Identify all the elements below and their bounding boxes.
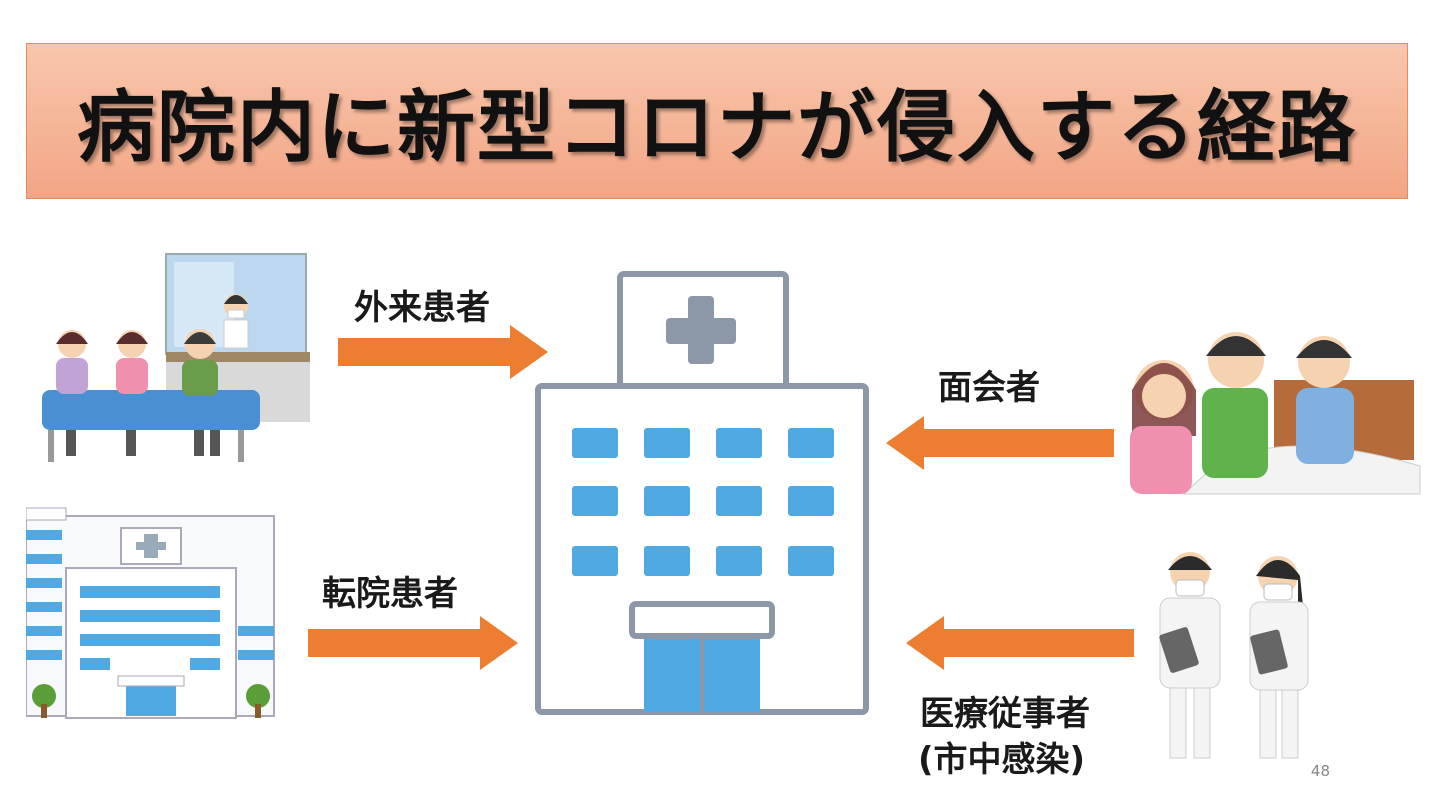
- page-title: 病院内に新型コロナが侵入する経路: [76, 83, 1357, 173]
- outpatient-waiting-illustration: [42, 253, 310, 462]
- page-number: 48: [1310, 762, 1330, 780]
- visitor-label: 面会者: [938, 368, 1040, 408]
- staff-label: 医療従事者: [920, 694, 1090, 734]
- central-hospital-illustration: [535, 271, 869, 715]
- transfer-hospital-illustration: [26, 507, 275, 719]
- healthcare-workers-illustration: [1159, 552, 1309, 759]
- staff-sublabel: (市中感染): [918, 740, 1086, 780]
- visitors-illustration: [1130, 332, 1421, 495]
- transfer-label: 転院患者: [322, 574, 458, 614]
- visitor-arrow: [886, 416, 1114, 470]
- outpatient-label: 外来患者: [354, 288, 490, 328]
- outpatient-arrow: [338, 325, 548, 379]
- title-banner: 病院内に新型コロナが侵入する経路: [26, 43, 1408, 199]
- transfer-arrow: [308, 616, 518, 670]
- staff-arrow: [906, 616, 1134, 670]
